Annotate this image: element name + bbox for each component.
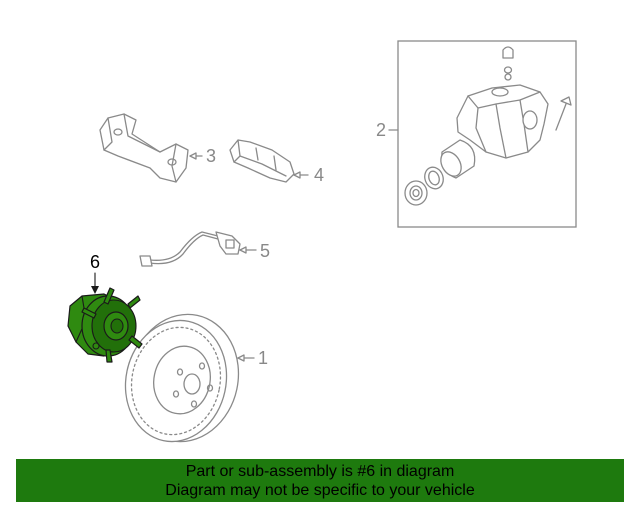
caliper-bolt xyxy=(555,103,567,131)
sensor-tab xyxy=(225,239,235,249)
caliper-bolt-head xyxy=(560,96,572,106)
rotor-lug-hole-3 xyxy=(206,384,214,392)
bracket-arrow xyxy=(189,152,197,160)
banner-line-2: Diagram may not be specific to your vehi… xyxy=(165,482,475,499)
caliper-assembly[interactable] xyxy=(388,40,577,228)
bleeder-cap xyxy=(502,46,514,59)
caliper-edge-2 xyxy=(475,107,487,153)
hub-arrow xyxy=(91,286,99,294)
brake-rotor[interactable] xyxy=(114,304,255,452)
bracket-edge-1 xyxy=(103,117,113,151)
hub-stud-4 xyxy=(105,349,113,363)
callout-1: 1 xyxy=(258,348,269,368)
sensor-arrow xyxy=(239,246,247,254)
pad-edge-3 xyxy=(255,147,259,161)
caliper-mount xyxy=(522,110,538,130)
sensor-connector xyxy=(139,255,153,267)
banner-line-1: Part or sub-assembly is #6 in diagram xyxy=(185,463,455,480)
callout-2: 2 xyxy=(376,120,387,140)
bracket-edge-3 xyxy=(171,143,177,183)
rotor-vents xyxy=(130,326,222,436)
hub-stud-3 xyxy=(128,335,143,349)
hub-bearing-assembly[interactable] xyxy=(67,272,143,363)
rotor-outer-face xyxy=(124,319,228,443)
caliper-body xyxy=(456,84,549,159)
abs-sensor[interactable] xyxy=(139,231,257,267)
rotor-lug-hole-5 xyxy=(172,390,180,398)
callout-5: 5 xyxy=(260,241,271,261)
piston-seal-inner xyxy=(428,170,440,186)
caliper-edge-4 xyxy=(495,103,507,159)
caliper-port xyxy=(491,87,509,97)
rotor-lug-hole-1 xyxy=(176,368,184,376)
pads-arrow xyxy=(293,171,301,179)
piston-face xyxy=(440,151,462,177)
callout-4: 4 xyxy=(314,165,325,185)
hub-mount-hole xyxy=(92,342,100,350)
rotor-hat xyxy=(153,345,211,415)
pad-edge-4 xyxy=(273,155,277,171)
bracket-hole-2 xyxy=(167,158,177,166)
caliper-box xyxy=(397,40,577,228)
rotor-center-bore xyxy=(183,373,201,395)
rotor-lug-hole-4 xyxy=(190,400,198,408)
sensor-wire-2 xyxy=(149,234,219,265)
rotor-lug-hole-2 xyxy=(198,362,206,370)
callout-3: 3 xyxy=(206,146,217,166)
bleeder-screw-base xyxy=(504,73,512,81)
rotor-arrow xyxy=(237,354,245,362)
hub-stud-5 xyxy=(81,307,97,319)
pad-edge-2 xyxy=(239,155,287,177)
piston-boot-core xyxy=(412,188,420,198)
bracket-hole-1 xyxy=(113,128,123,136)
info-banner: Part or sub-assembly is #6 in diagram Di… xyxy=(16,459,624,502)
bleeder-screw xyxy=(503,66,513,74)
bracket-edge-2 xyxy=(123,113,161,153)
hub-center xyxy=(110,318,124,334)
caliper-bracket[interactable] xyxy=(99,113,203,183)
brake-pads[interactable] xyxy=(229,139,309,183)
hub-stud-2 xyxy=(127,295,141,309)
callout-6: 6 xyxy=(90,252,101,272)
piston-boot xyxy=(404,180,428,206)
hub-stud-1 xyxy=(103,287,115,305)
piston-boot-inner xyxy=(409,185,423,201)
